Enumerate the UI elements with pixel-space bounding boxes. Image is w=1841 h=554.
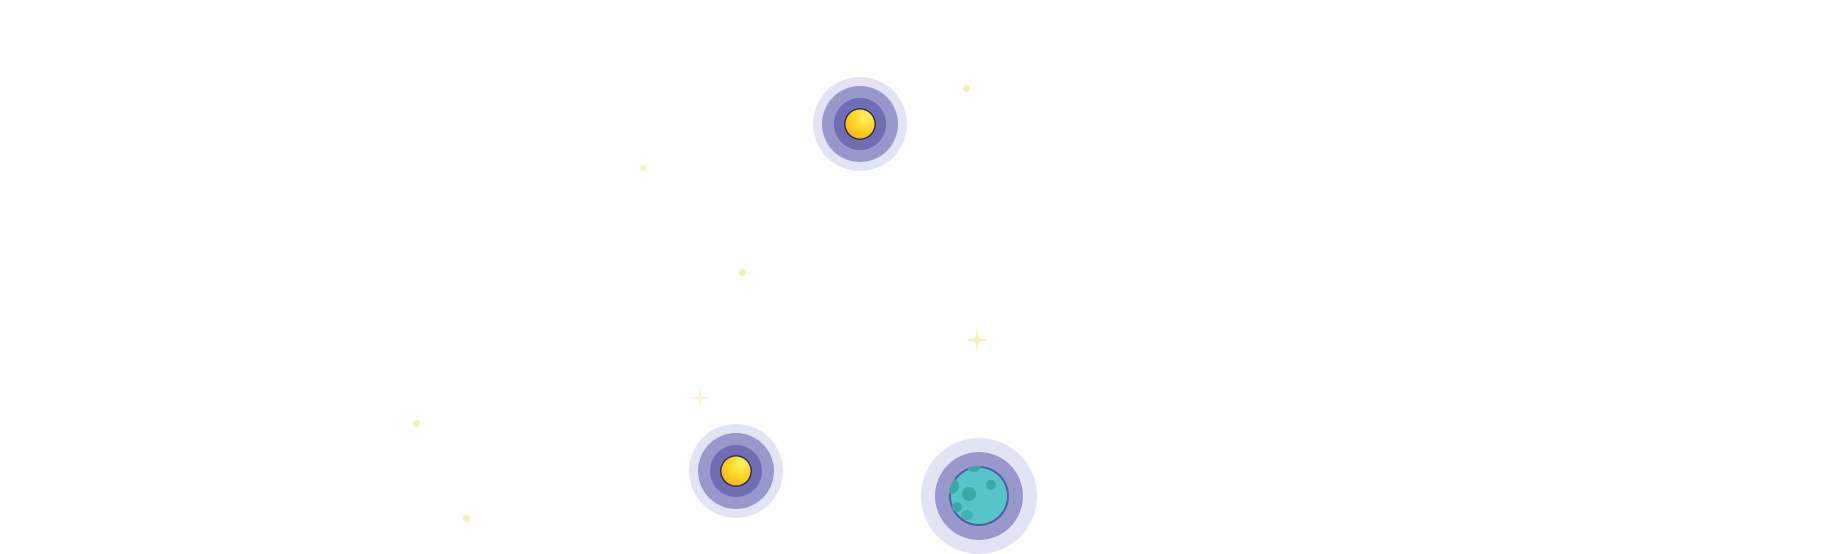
star-icon xyxy=(640,165,646,171)
crater xyxy=(949,478,959,494)
star-icon xyxy=(739,269,746,276)
crater xyxy=(986,480,996,490)
crater xyxy=(961,510,973,520)
crater xyxy=(967,466,981,472)
sun-icon xyxy=(720,455,752,487)
star-icon xyxy=(463,515,470,522)
sparkle-icon xyxy=(966,329,988,351)
crater xyxy=(962,487,976,501)
sun-icon xyxy=(844,108,876,140)
crater xyxy=(952,502,962,512)
star-icon xyxy=(963,85,970,92)
level-node-bottom-left[interactable] xyxy=(689,424,783,518)
star-icon xyxy=(413,420,420,427)
planet-icon xyxy=(949,466,1009,526)
sparkle-icon xyxy=(691,389,709,407)
level-node-top[interactable] xyxy=(813,77,907,171)
level-node-planet[interactable] xyxy=(921,438,1037,554)
